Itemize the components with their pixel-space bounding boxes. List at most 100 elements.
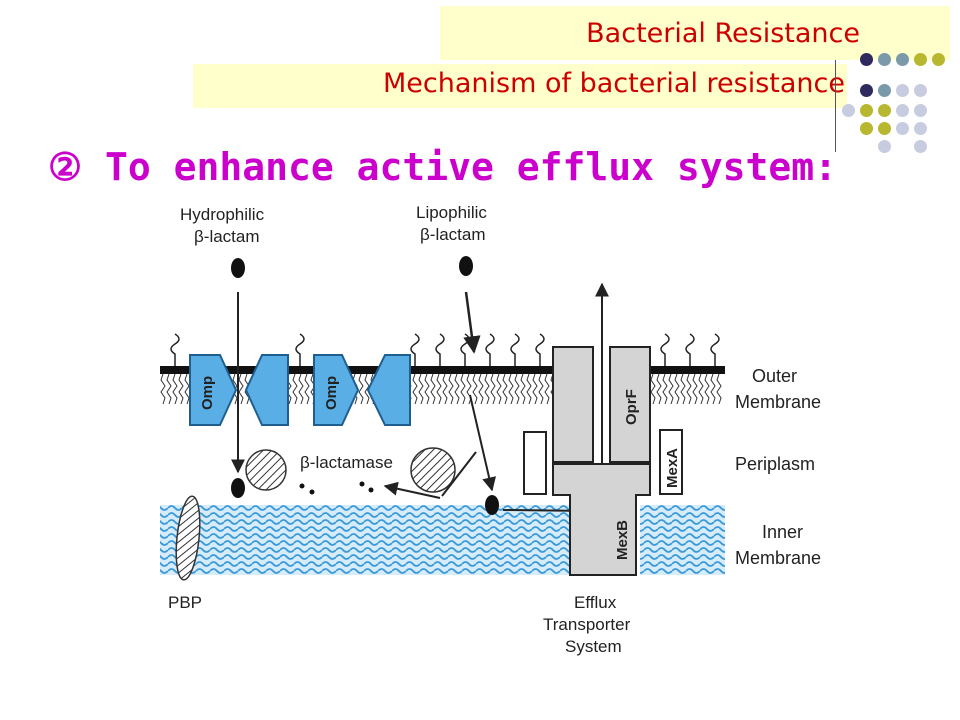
decor-dot: [932, 53, 945, 66]
lipid-tail: [364, 373, 370, 405]
degraded-fragment: [368, 487, 374, 493]
omp-label: Omp: [323, 376, 340, 410]
lipid-tail: [454, 373, 460, 405]
lps-chain: [485, 333, 495, 366]
lipid-tail: [662, 373, 668, 405]
lipid-tail: [704, 373, 710, 405]
lactam-molecule-periplasm: [485, 495, 499, 515]
decor-dot: [878, 84, 891, 97]
decor-dot: [842, 104, 855, 117]
flow-arrow: [463, 291, 481, 354]
lipid-tail: [442, 373, 448, 405]
omp-label: Omp: [199, 376, 216, 410]
page-title: Bacterial Resistance: [586, 18, 860, 49]
lipid-tail: [508, 373, 514, 405]
lipid-tail: [478, 373, 484, 405]
title-banner: [440, 6, 950, 60]
decor-dot: [896, 122, 909, 135]
page-subtitle: Mechanism of bacterial resistance: [383, 68, 845, 99]
inner-membrane: [160, 505, 570, 575]
lipid-tail: [424, 373, 430, 405]
omp-porin-half: [366, 354, 411, 426]
inner-membrane-label: Membrane: [735, 548, 821, 568]
inner-membrane: [640, 505, 725, 575]
lipid-tail: [674, 373, 680, 405]
decor-dot: [914, 122, 927, 135]
lipid-tail: [358, 373, 364, 405]
lps-chain: [660, 333, 670, 366]
lipophilic-label: Lipophilic: [416, 203, 487, 222]
degraded-fragment: [299, 483, 305, 489]
lps-chain: [685, 333, 695, 366]
lipid-tail: [160, 373, 166, 405]
decor-dot: [914, 140, 927, 153]
lipid-tail: [716, 373, 722, 405]
pbp-label: PBP: [168, 593, 202, 612]
lipid-tail: [472, 373, 478, 405]
periplasm-label: Periplasm: [735, 454, 815, 474]
lps-chain: [710, 333, 720, 366]
lps-chain: [435, 333, 445, 366]
lipid-tail: [178, 373, 184, 405]
outer-membrane-label: Outer: [752, 366, 797, 386]
beta-lactamase-enzyme: [245, 449, 287, 491]
lps-chain: [295, 333, 305, 366]
lps-chain: [410, 333, 420, 366]
lps-chain: [535, 333, 545, 366]
lipid-tail: [448, 373, 454, 405]
lipid-tail: [538, 373, 544, 405]
decor-divider: [835, 60, 836, 152]
mexb-label: MexB: [614, 520, 631, 560]
omp-porin: [189, 354, 238, 426]
efflux-label: System: [565, 637, 622, 656]
subtitle-banner: [193, 64, 847, 108]
degraded-fragment: [359, 481, 365, 487]
oprf-channel-wall: [609, 346, 651, 463]
lipid-tail: [502, 373, 508, 405]
hydrophilic-lactam-label: β-lactam: [194, 227, 260, 246]
lipid-tail: [668, 373, 674, 405]
section-heading: ② To enhance active efflux system:: [48, 145, 838, 189]
lipid-tail: [418, 373, 424, 405]
decor-dot: [914, 104, 927, 117]
omp-porin-half: [244, 354, 289, 426]
beta-lactamase-enzyme: [410, 447, 456, 493]
lipid-tail: [184, 373, 190, 405]
lipid-tail: [490, 373, 496, 405]
outer-membrane: [160, 333, 725, 405]
lipid-tail: [484, 373, 490, 405]
lipophilic-lactam-label: β-lactam: [420, 225, 486, 244]
decor-dot: [878, 140, 891, 153]
lipid-tail: [304, 373, 310, 405]
decor-dot: [878, 53, 891, 66]
hydrophilic-label: Hydrophilic: [180, 205, 265, 224]
efflux-label: Transporter: [543, 615, 631, 634]
outer-membrane-label: Membrane: [735, 392, 821, 412]
oprf-label: OprF: [623, 389, 640, 425]
lipid-tail: [650, 373, 656, 405]
lipophilic-lactam-molecule: [459, 256, 473, 276]
lipid-tail: [710, 373, 716, 405]
decor-dot: [860, 104, 873, 117]
lipid-tail: [698, 373, 704, 405]
decor-dot: [878, 122, 891, 135]
lipid-tail: [166, 373, 172, 405]
periplasm-linker: [523, 431, 547, 495]
oprf-channel-wall: [552, 346, 594, 463]
lipid-tail: [460, 373, 466, 405]
lipid-tail: [692, 373, 698, 405]
decor-dot: [896, 53, 909, 66]
lipid-tail: [532, 373, 538, 405]
hydrophilic-lactam-molecule: [231, 258, 245, 278]
lipid-tail: [172, 373, 178, 405]
decor-dot: [860, 53, 873, 66]
degraded-fragment: [309, 489, 315, 495]
lipid-tail: [686, 373, 692, 405]
lps-chain: [460, 333, 470, 366]
lipid-tail: [298, 373, 304, 405]
pbp-protein: [175, 495, 201, 581]
decor-dot: [914, 84, 927, 97]
lipid-tail: [292, 373, 298, 405]
decor-dot: [914, 53, 927, 66]
